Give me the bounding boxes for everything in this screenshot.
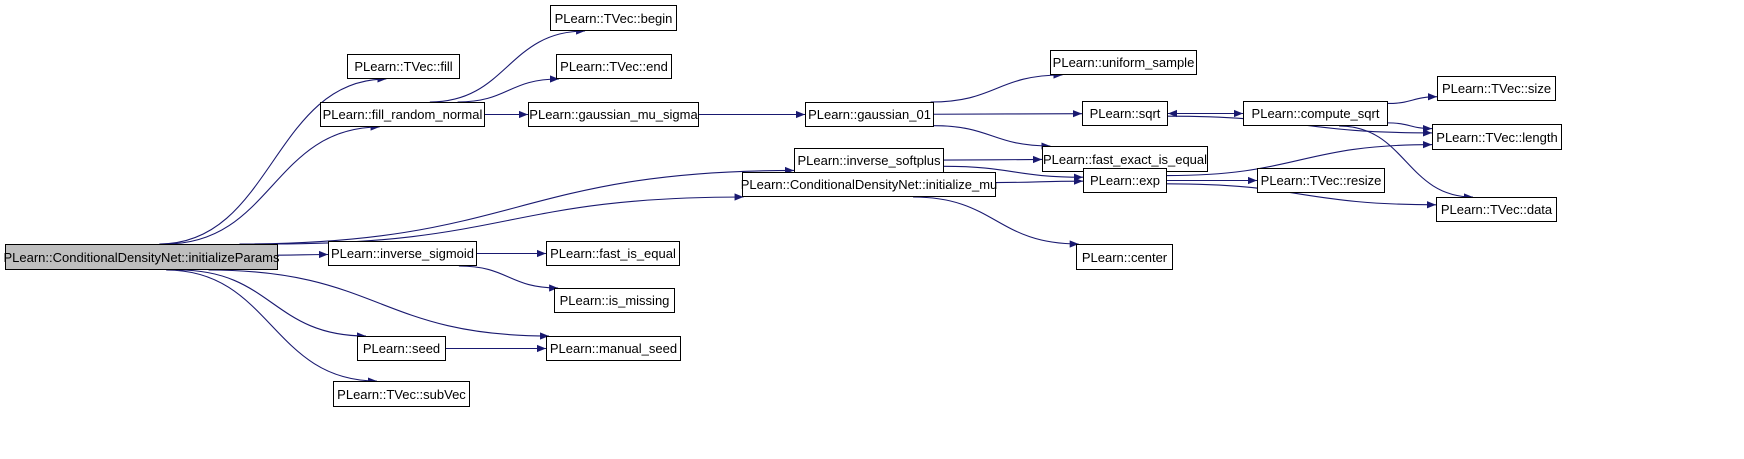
- edge-exp-to-tvec_length: [1166, 141, 1433, 177]
- node-tvec-length[interactable]: PLearn::TVec::length: [1432, 124, 1562, 150]
- node-tvec-subvec[interactable]: PLearn::TVec::subVec: [333, 381, 470, 407]
- node-tvec-data[interactable]: PLearn::TVec::data: [1436, 197, 1557, 222]
- node-tvec-size[interactable]: PLearn::TVec::size: [1437, 76, 1556, 101]
- edge-exp-to-tvec_data: [1166, 183, 1437, 209]
- edge-compute_sqrt-to-tvec_size: [1387, 93, 1438, 105]
- edge-inverse_softplus-to-fast_exact_is_equal: [943, 155, 1043, 164]
- node-tvec-resize[interactable]: PLearn::TVec::resize: [1257, 168, 1385, 193]
- edge-root-to-seed: [178, 269, 366, 340]
- node-compute-sqrt[interactable]: PLearn::compute_sqrt: [1243, 101, 1388, 126]
- edge-compute_sqrt-to-tvec_length: [1387, 122, 1433, 133]
- node-root-initializeparams: PLearn::ConditionalDensityNet::initializ…: [3, 244, 280, 270]
- edge-gaussian_01-to-uniform_sample: [930, 71, 1063, 103]
- node-gaussian-mu-sigma[interactable]: PLearn::gaussian_mu_sigma: [528, 102, 699, 127]
- node-tvec-end[interactable]: PLearn::TVec::end: [556, 54, 672, 79]
- node-uniform-sample[interactable]: PLearn::uniform_sample: [1050, 50, 1197, 75]
- node-manual-seed[interactable]: PLearn::manual_seed: [546, 336, 681, 361]
- edge-compute_sqrt-to-tvec_data: [1339, 125, 1473, 201]
- edge-root-to-initialize_mu: [271, 193, 744, 245]
- node-inverse-softplus[interactable]: PLearn::inverse_softplus: [794, 148, 944, 173]
- edge-root-to-inverse_sigmoid: [277, 250, 329, 259]
- edge-root-to-tvec_fill: [159, 75, 387, 245]
- node-fast-is-equal[interactable]: PLearn::fast_is_equal: [546, 241, 680, 266]
- node-exp[interactable]: PLearn::exp: [1083, 168, 1167, 193]
- node-fill-random-normal[interactable]: PLearn::fill_random_normal: [320, 102, 485, 127]
- edge-root-to-fill_random_normal: [165, 123, 380, 245]
- edge-initialize_mu-to-center: [913, 196, 1079, 248]
- node-inverse-sigmoid[interactable]: PLearn::inverse_sigmoid: [328, 241, 477, 266]
- edge-root-to-manual_seed: [208, 269, 550, 340]
- edge-inverse_sigmoid-to-is_missing: [458, 265, 559, 292]
- edge-root-to-inverse_softplus: [239, 166, 795, 245]
- node-seed[interactable]: PLearn::seed: [357, 336, 446, 361]
- edge-inverse_softplus-to-exp: [943, 165, 1084, 181]
- edge-root-to-tvec_subvec: [166, 269, 377, 385]
- node-gaussian-01[interactable]: PLearn::gaussian_01: [805, 102, 934, 127]
- node-is-missing[interactable]: PLearn::is_missing: [554, 288, 675, 313]
- edge-initialize_mu-to-exp: [995, 177, 1084, 185]
- edge-fill_random_normal-to-tvec_end: [457, 75, 559, 103]
- edge-fill_random_normal-to-tvec_begin: [429, 27, 586, 103]
- node-tvec-fill[interactable]: PLearn::TVec::fill: [347, 54, 460, 79]
- node-center[interactable]: PLearn::center: [1076, 244, 1173, 270]
- edge-gaussian_01-to-fast_exact_is_equal: [933, 125, 1051, 150]
- edge-gaussian_01-to-sqrt: [933, 110, 1083, 118]
- node-fast-exact-is-equal[interactable]: PLearn::fast_exact_is_equal: [1042, 146, 1208, 172]
- node-sqrt[interactable]: PLearn::sqrt: [1082, 101, 1168, 126]
- node-initialize-mu[interactable]: PLearn::ConditionalDensityNet::initializ…: [741, 172, 997, 197]
- node-tvec-begin[interactable]: PLearn::TVec::begin: [550, 5, 677, 31]
